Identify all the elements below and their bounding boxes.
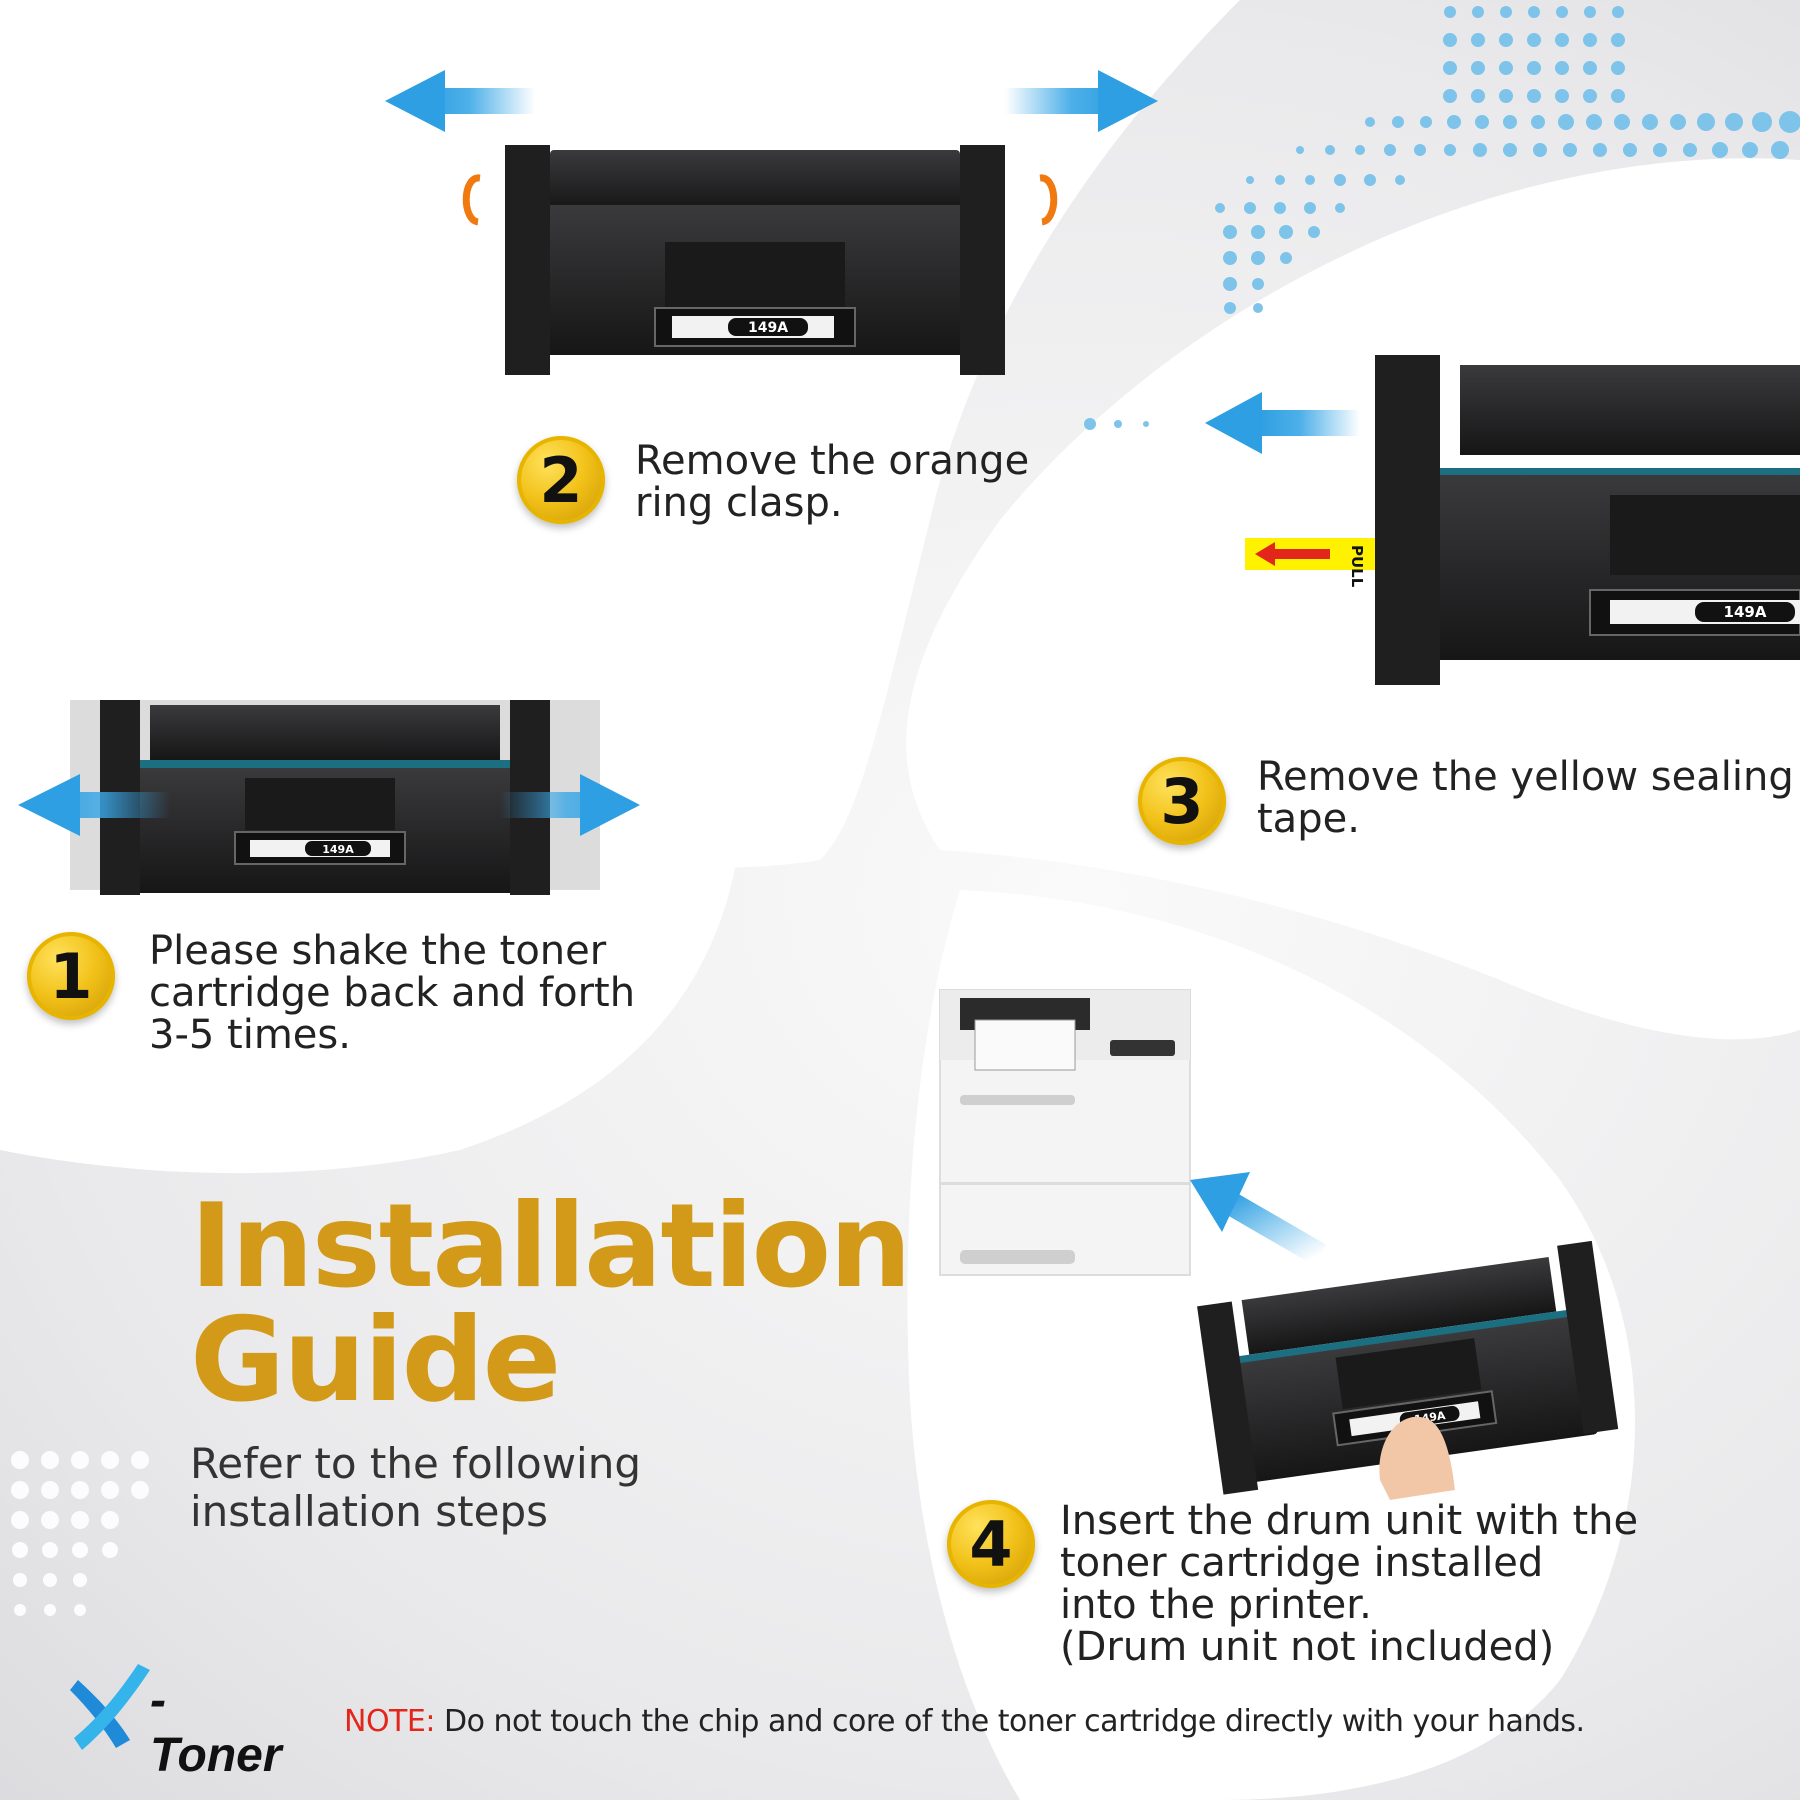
step-1-text: Please shake the toner cartridge back an…	[149, 930, 635, 1056]
halftone-dots	[1084, 6, 1800, 430]
step-1-number: 1	[49, 939, 93, 1013]
svg-text:149A: 149A	[1724, 603, 1767, 621]
note-text: NOTE: Do not touch the chip and core of …	[344, 1704, 1585, 1739]
arrow-left-icon	[1205, 392, 1360, 454]
toner-cartridge-step4: 149A	[1197, 1240, 1619, 1495]
step-2-badge: 2	[517, 436, 605, 524]
step-2-text: Remove the orange ring clasp.	[635, 440, 1029, 524]
arrow-right-icon	[1005, 70, 1158, 132]
page-title: Installation Guide	[190, 1179, 912, 1428]
note-body: Do not touch the chip and core of the to…	[434, 1704, 1585, 1739]
arrow-diagonal-icon	[1190, 1172, 1327, 1266]
arrow-left-icon	[18, 774, 170, 836]
note-label: NOTE:	[344, 1704, 435, 1739]
subtitle-line-1: Refer to the following	[190, 1439, 641, 1488]
step-3-text: Remove the yellow sealing tape.	[1257, 756, 1794, 840]
page-subtitle: Refer to the following installation step…	[190, 1440, 641, 1536]
step-4-badge: 4	[947, 1500, 1035, 1588]
step-1-line-3: 3-5 times.	[149, 1012, 351, 1058]
step-4-line-1: Insert the drum unit with the	[1060, 1498, 1639, 1544]
step-3-badge: 3	[1138, 757, 1226, 845]
step-1-line-2: cartridge back and forth	[149, 970, 636, 1016]
step-1-line-1: Please shake the toner	[149, 928, 607, 974]
step-4-text: Insert the drum unit with the toner cart…	[1060, 1500, 1638, 1668]
step-1-badge: 1	[27, 932, 115, 1020]
x-toner-logo-icon	[70, 1664, 150, 1750]
arrow-left-icon	[385, 70, 535, 132]
step-2-number: 2	[539, 443, 583, 517]
step-3-number: 3	[1160, 764, 1204, 838]
cartridge-model-label: 149A	[748, 320, 788, 336]
step-4-line-2: toner cartridge installed	[1060, 1540, 1544, 1586]
step-2-line-2: ring clasp.	[635, 480, 843, 526]
step-3-line-1: Remove the yellow sealing	[1257, 754, 1794, 800]
title-line-2: Guide	[190, 1293, 561, 1428]
arrow-right-icon	[500, 774, 640, 836]
brand-logo: -Toner	[72, 1665, 292, 1782]
brand-logo-text: -Toner	[150, 1674, 282, 1782]
step-4-number: 4	[969, 1507, 1013, 1581]
step-4-line-4: (Drum unit not included)	[1060, 1624, 1555, 1670]
step-2-line-1: Remove the orange	[635, 438, 1030, 484]
step-4-line-3: into the printer.	[1060, 1582, 1372, 1628]
pull-tab-label: PULL	[1348, 545, 1366, 588]
hand	[1379, 1416, 1455, 1500]
title-line-1: Installation	[190, 1179, 912, 1314]
subtitle-line-2: installation steps	[190, 1487, 548, 1536]
laser-printer	[939, 989, 1191, 1276]
svg-text:149A: 149A	[322, 843, 354, 856]
step-3-line-2: tape.	[1257, 796, 1360, 842]
toner-cartridge-step2: 149A	[462, 145, 1058, 375]
toner-cartridge-step3: 149A	[1245, 355, 1800, 685]
